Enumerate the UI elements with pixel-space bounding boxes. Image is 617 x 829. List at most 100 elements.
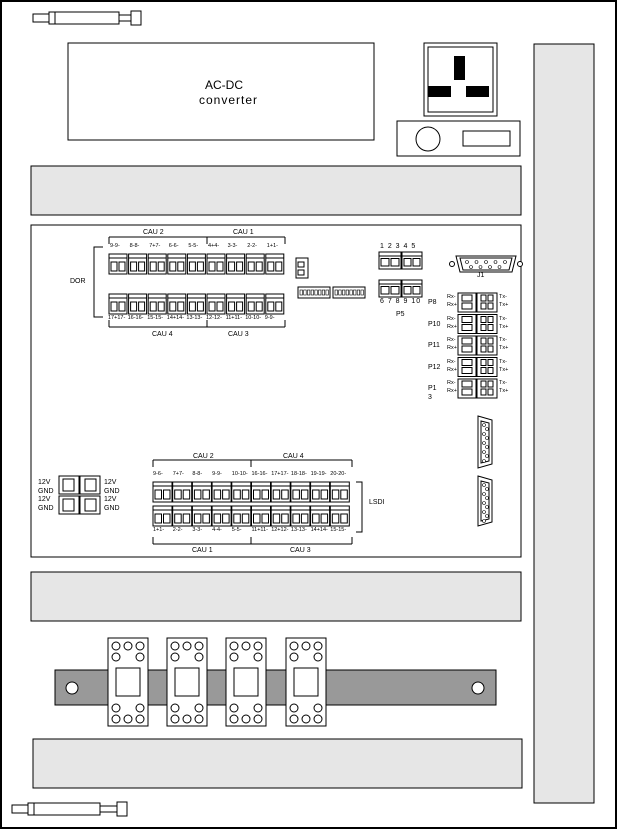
dor-bottom-terminal	[128, 293, 148, 315]
db9-vertical-1	[477, 415, 493, 469]
port-tx-label: Tx+	[499, 366, 509, 373]
lsdi-group-cau1: CAU 1	[192, 547, 213, 554]
lsdi-bottom-terminal	[211, 505, 232, 527]
p5-label: P5	[396, 311, 405, 318]
dor-top-terminal	[226, 253, 246, 275]
p5-terminal	[378, 279, 402, 298]
lsdi-group-cau3: CAU 3	[290, 547, 311, 554]
dor-top-pin-label: 2-2-	[247, 243, 257, 249]
dor-bottom-pin-label: 16-16-	[127, 315, 144, 321]
dor-bottom-terminal	[167, 293, 187, 315]
dor-bottom-pin-label: 11+11-	[225, 315, 243, 321]
port-name: P12	[428, 363, 441, 371]
dor-bottom-terminal	[186, 293, 206, 315]
lsdi-top-pin-label: 10-10-	[231, 471, 248, 477]
port-name: P10	[428, 320, 441, 328]
power-left-label: 12V	[38, 479, 51, 486]
lsdi-top-pin-label: 7+7-	[172, 471, 184, 477]
port-tx-label: Tx+	[499, 345, 509, 351]
lsdi-bottom-pin-label: 13-13-	[290, 527, 307, 533]
dor-bottom-terminal	[265, 293, 285, 315]
p5-terminal	[401, 251, 423, 270]
dor-bottom-terminals	[108, 293, 285, 315]
lsdi-top-terminal	[211, 481, 232, 503]
dor-group-cau2: CAU 2	[143, 229, 164, 236]
lsdi-bottom-pin-label: 12+12-	[271, 527, 289, 533]
converter-subtitle: converter	[199, 93, 259, 107]
power-terminal	[58, 475, 101, 495]
dor-bottom-terminal	[245, 293, 265, 315]
power-left-label: GND	[38, 487, 54, 495]
lsdi-bottom-pin-label: 3-3-	[192, 527, 203, 533]
dor-bottom-terminal	[108, 293, 128, 315]
power-socket-icon	[423, 42, 498, 117]
lsdi-bottom-terminal	[290, 505, 311, 527]
lsdi-group-cau2: CAU 2	[193, 453, 214, 460]
converter-title: AC-DC	[205, 78, 243, 92]
port-tx-label: Tx-	[499, 294, 507, 300]
dor-top-pin-label: 5-5-	[188, 243, 199, 249]
power-right-label: GND	[104, 487, 120, 495]
dor-top-terminal	[128, 253, 148, 275]
lsdi-top-terminals	[152, 481, 350, 503]
cable-duct-2	[30, 571, 522, 622]
lsdi-bottom-terminal	[310, 505, 331, 527]
right-cable-duct	[533, 43, 595, 804]
lsdi-top-terminal	[152, 481, 173, 503]
dor-top-terminal	[147, 253, 167, 275]
lsdi-bottom-terminal	[329, 505, 350, 527]
dor-bottom-terminal	[147, 293, 167, 315]
port-rx-label: Rx+	[447, 345, 457, 351]
dor-top-terminal	[265, 253, 285, 275]
port-rx-label: Rx+	[447, 366, 457, 373]
lsdi-top-terminal	[290, 481, 311, 503]
db9-vertical-2	[477, 475, 493, 527]
p5-terminal	[401, 279, 423, 298]
port-rx-label: Rx+	[447, 302, 457, 308]
relay-module	[166, 637, 208, 727]
port-name: P11	[428, 342, 440, 349]
lsdi-top-terminal	[329, 481, 350, 503]
lsdi-bottom-terminals	[152, 505, 350, 527]
lsdi-bottom-pin-label: 11+11-	[251, 527, 268, 533]
dor-bottom-pin-label: 12-12-	[206, 315, 222, 321]
power-right-label: GND	[104, 505, 120, 513]
power-right-label: 12V	[104, 496, 117, 504]
port-tx-label: Tx-	[499, 358, 507, 365]
pen-icon-top	[32, 10, 142, 26]
port-name: P8	[428, 299, 437, 306]
lsdi-top-pin-label: 19-19-	[310, 471, 327, 477]
power-left-label: 12V	[38, 496, 51, 504]
relay-module	[225, 637, 267, 727]
pen-icon-bottom	[11, 801, 128, 817]
cable-duct-3	[32, 738, 523, 789]
cable-duct-1	[30, 165, 522, 216]
lsdi-bottom-pin-label: 4-4-	[212, 527, 222, 533]
dor-top-terminal	[167, 253, 187, 275]
dor-top-terminal	[245, 253, 265, 275]
lsdi-top-pin-label: 8-8-	[192, 471, 203, 477]
dor-top-pin-label: 8-8-	[129, 243, 140, 249]
p5-connector	[378, 251, 423, 298]
serial-ports	[457, 292, 498, 399]
lsdi-bottom-pin-label: 14+14-	[310, 527, 328, 533]
serial-port-2	[457, 335, 498, 356]
switch-box-icon	[396, 120, 521, 157]
port-rx-label: Rx-	[447, 358, 456, 365]
power-left-label: GND	[38, 505, 54, 513]
rail-screw-right	[471, 681, 485, 695]
lsdi-top-pin-label: 16-16-	[251, 471, 268, 477]
dor-group-cau3: CAU 3	[228, 331, 249, 338]
port-rx-label: Rx-	[447, 380, 456, 386]
dor-top-terminal	[206, 253, 226, 275]
port-tx-label: Tx+	[499, 388, 509, 394]
lsdi-top-terminal	[251, 481, 271, 503]
serial-port-0	[457, 292, 498, 313]
lsdi-bottom-terminal	[270, 505, 291, 527]
p5-top-pins: 1 2 3 4 5	[380, 243, 417, 250]
port-tx-label: Tx-	[499, 315, 507, 322]
relay-modules	[107, 637, 327, 727]
dor-bottom-pin-label: 17+17-	[108, 315, 126, 321]
dor-top-pin-label: 6-6-	[168, 243, 179, 249]
rail-screw-left	[65, 681, 79, 695]
